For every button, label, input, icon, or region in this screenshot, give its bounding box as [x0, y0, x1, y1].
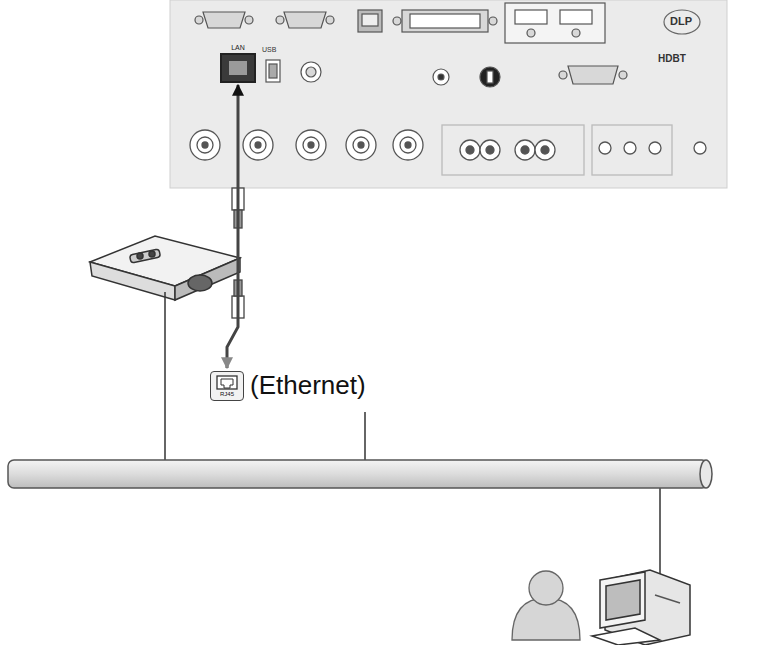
user-icon	[512, 571, 580, 640]
port-label: LAN	[231, 44, 245, 51]
network-bus	[8, 292, 712, 580]
jack-icon	[216, 375, 238, 391]
port-label: USB	[262, 46, 276, 53]
logo-text: HDBT	[658, 53, 686, 64]
ethernet-cable	[227, 85, 238, 368]
computer-icon	[592, 570, 690, 645]
rear-panel	[170, 0, 727, 188]
network-label: (Ethernet)	[250, 370, 366, 401]
socket-opening	[229, 61, 247, 75]
jack-slot	[221, 379, 233, 388]
projector-icon	[90, 236, 240, 300]
rj45-socket	[220, 53, 256, 83]
wall-jack: RJ45 (Ethernet)	[210, 370, 366, 401]
lan-port: LAN	[220, 44, 256, 83]
jack-label: RJ45	[220, 391, 234, 397]
jack-box: RJ45	[210, 371, 244, 401]
logo-text: DLP	[670, 15, 692, 27]
jack-outline	[217, 376, 237, 389]
